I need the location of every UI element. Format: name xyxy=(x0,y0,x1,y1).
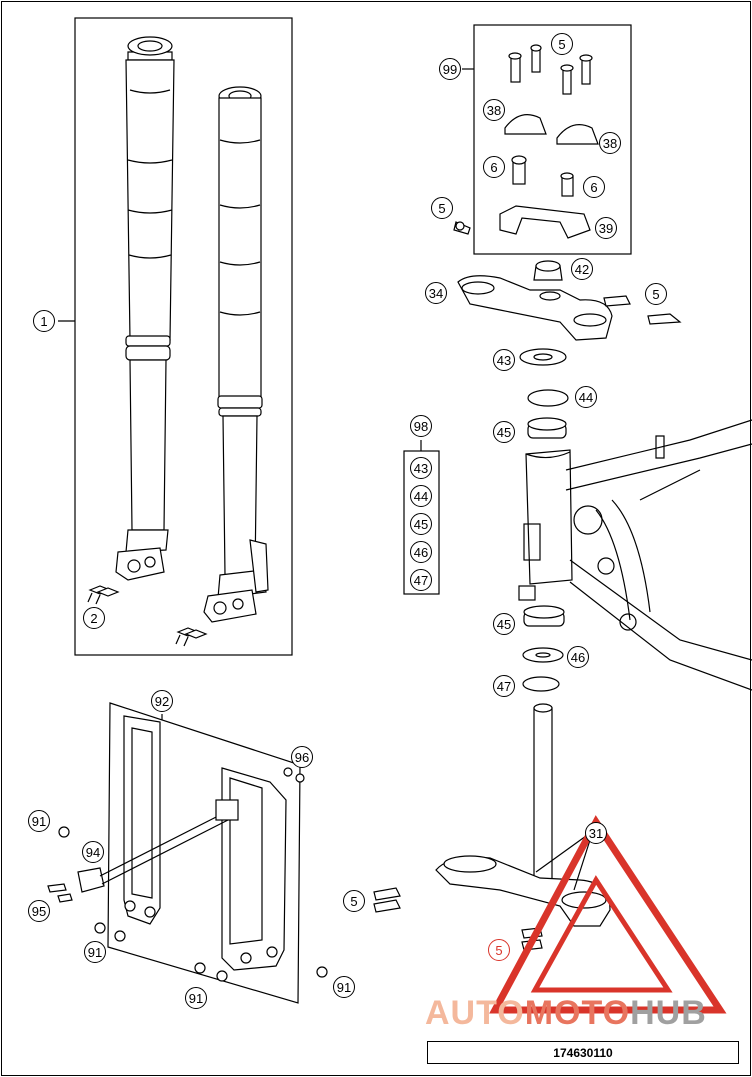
right-fork-leg xyxy=(203,86,269,623)
callout-91-b: 91 xyxy=(84,941,106,963)
callout-1: 1 xyxy=(33,310,55,332)
bar-clamp-lower-item-39 xyxy=(499,205,591,239)
callout-2: 2 xyxy=(83,607,105,629)
callout-96: 96 xyxy=(291,746,313,768)
callout-5-left: 5 xyxy=(431,197,453,219)
watermark-brand: AUTOMOTOHUB xyxy=(425,994,707,1033)
callout-46: 46 xyxy=(567,646,589,668)
o-ring-item-44 xyxy=(527,389,569,407)
leader-line xyxy=(535,835,587,873)
nut-item-42 xyxy=(533,260,563,281)
kit-98-item-47: 47 xyxy=(410,569,432,591)
callout-95: 95 xyxy=(28,900,50,922)
callout-98: 98 xyxy=(410,415,432,437)
callout-38-left: 38 xyxy=(483,99,505,121)
guard-bracket-item-94 xyxy=(77,799,239,893)
bolts-item-5-right xyxy=(603,295,682,325)
upper-triple-clamp-item-34 xyxy=(457,275,613,341)
bearing-item-45-lower xyxy=(523,605,565,627)
callout-43: 43 xyxy=(493,349,515,371)
bolts-item-5-mid xyxy=(373,887,401,913)
callout-39: 39 xyxy=(595,217,617,239)
kit-98-item-43: 43 xyxy=(410,457,432,479)
callout-42: 42 xyxy=(571,258,593,280)
watermark-part-3: HUB xyxy=(630,994,707,1032)
callout-34: 34 xyxy=(425,282,447,304)
kit-98-item-44: 44 xyxy=(410,485,432,507)
callout-92: 92 xyxy=(151,690,173,712)
bar-clamp-item-38 xyxy=(504,114,599,145)
dust-seal-item-43 xyxy=(519,348,567,366)
leader-line xyxy=(573,839,591,891)
callout-91-d: 91 xyxy=(333,976,355,998)
fork-guard-right xyxy=(221,767,287,971)
callout-45: 45 xyxy=(493,421,515,443)
bearing-item-45 xyxy=(527,417,567,439)
callout-38-right: 38 xyxy=(599,132,621,154)
fork-guard-group-frame xyxy=(107,702,301,1004)
callout-5-lower: 5 xyxy=(488,939,510,961)
callout-94: 94 xyxy=(82,841,104,863)
clamp-bolts-item-5 xyxy=(508,44,593,95)
watermark-logo xyxy=(489,815,727,1014)
callout-91-a: 91 xyxy=(28,810,50,832)
kit-99-frame xyxy=(473,24,632,255)
callout-5-right: 5 xyxy=(645,283,667,305)
lower-triple-clamp-item-31 xyxy=(435,703,611,927)
screws-item-95 xyxy=(47,883,73,903)
watermark-part-1: AUTO xyxy=(425,994,525,1032)
bolts-item-6 xyxy=(511,155,574,197)
callout-5-top: 5 xyxy=(551,33,573,55)
diagram-code: 174630110 xyxy=(427,1041,739,1064)
bolts-item-2 xyxy=(87,585,208,647)
nuts-item-96 xyxy=(283,767,305,783)
callout-47: 47 xyxy=(493,675,515,697)
watermark-part-2: MOTO xyxy=(524,994,631,1032)
callout-31: 31 xyxy=(585,822,607,844)
guard-screws-item-91 xyxy=(58,826,328,982)
seal-item-46 xyxy=(522,647,564,663)
frame-section xyxy=(518,419,752,691)
callout-6-right: 6 xyxy=(583,176,605,198)
left-fork-leg xyxy=(115,36,175,581)
fork-guard-left xyxy=(123,715,161,925)
fork-group-frame xyxy=(74,17,293,656)
bolt-item-5-left xyxy=(453,221,471,235)
callout-44: 44 xyxy=(575,386,597,408)
callout-6-left: 6 xyxy=(483,156,505,178)
kit-98-item-46: 46 xyxy=(410,541,432,563)
o-ring-item-47 xyxy=(522,676,560,692)
kit-98-item-45: 45 xyxy=(410,513,432,535)
callout-91-c: 91 xyxy=(185,987,207,1009)
callout-5-mid: 5 xyxy=(343,890,365,912)
callout-99: 99 xyxy=(439,58,461,80)
callout-45-lower: 45 xyxy=(493,613,515,635)
